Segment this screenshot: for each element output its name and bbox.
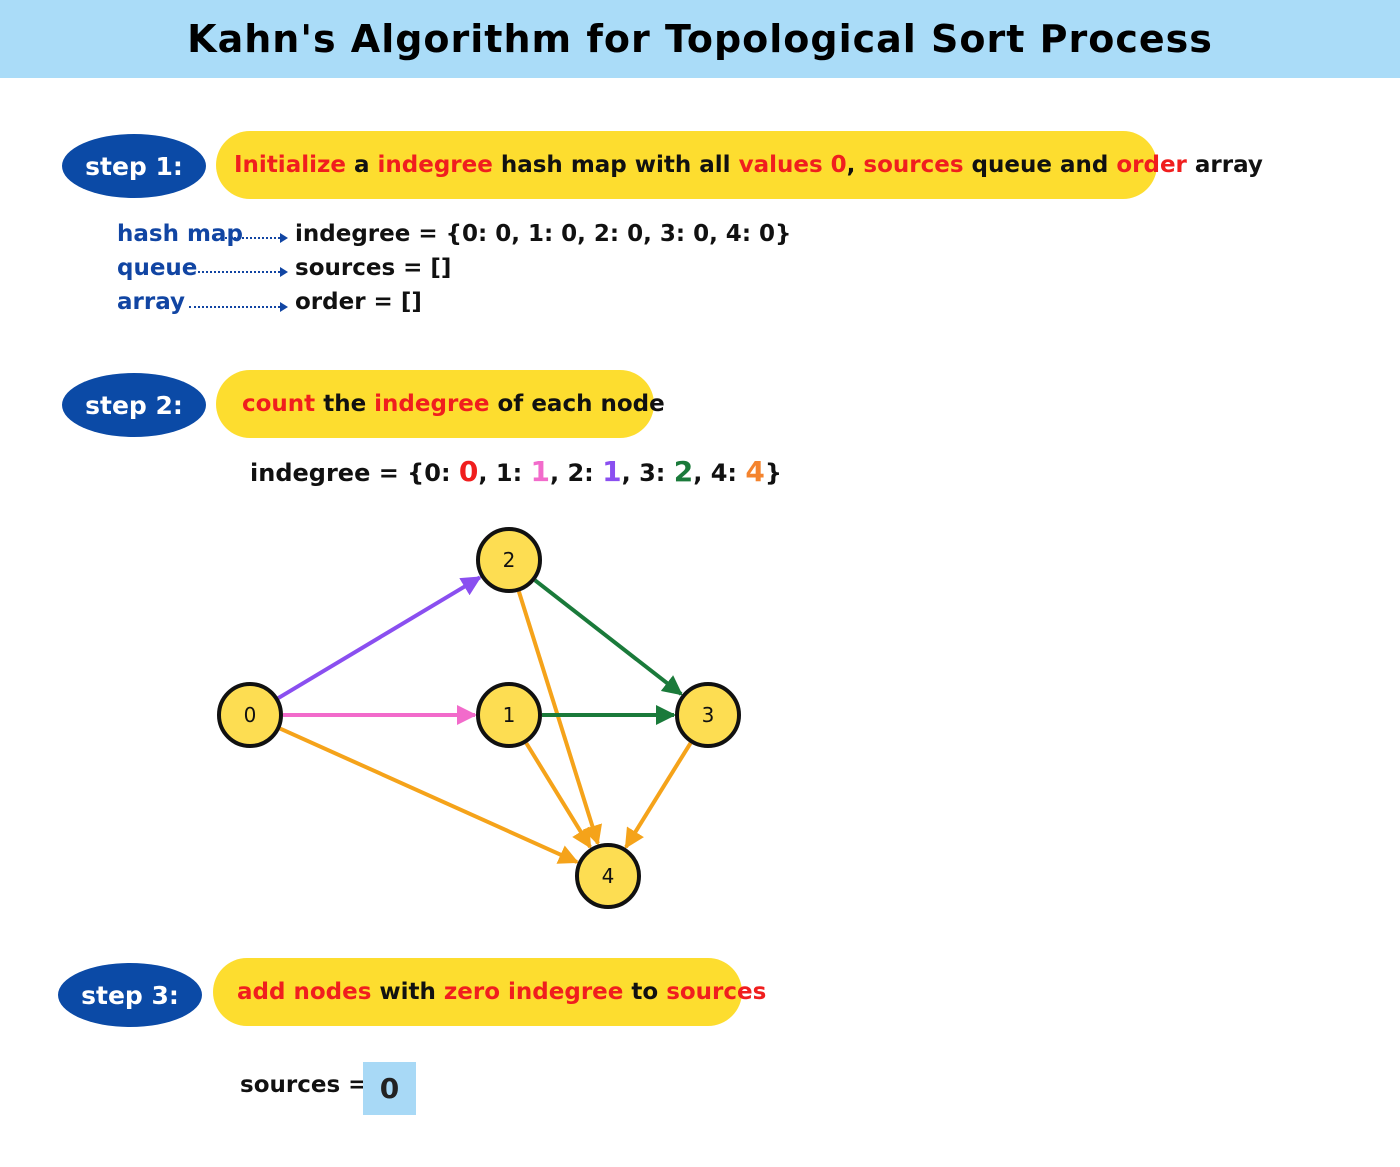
page-title: Kahn's Algorithm for Topological Sort Pr… [187,17,1213,61]
indegree-text-segment: 2 [673,455,694,488]
step-1-description: Initialize a indegree hash map with all … [216,131,1263,199]
indegree-text-segment: } [764,459,782,487]
node-circle [217,682,283,748]
node-circle [476,527,542,593]
node-label: 1 [503,703,516,727]
structure-value-sources: sources = [] [295,255,452,281]
graph-node-3: 3 [675,682,741,748]
edge-0-to-2 [277,575,482,700]
node-circle [675,682,741,748]
node-label: 0 [244,703,257,727]
step-1-text-segment: sources [863,152,964,178]
step-1-text-segment: hash map with all [492,152,739,178]
structure-key-array: array [117,289,186,315]
indegree-text-segment: indegree = {0: [250,459,459,487]
graph-node-4: 4 [575,843,641,909]
step-2-text-segment: of each node [489,391,665,417]
indegree-text-segment: , 2: [550,459,603,487]
edge-2-to-4 [516,590,602,846]
edge-3-to-4 [624,741,693,849]
step-2-text-segment: count [242,391,316,417]
indegree-text-segment: 4 [745,455,765,488]
indegree-text-segment: 1 [602,455,622,488]
step-1-text-segment: order [1116,152,1187,178]
sources-label: sources = [240,1072,368,1098]
indegree-text-segment: , 3: [621,459,674,487]
graph-node-2: 2 [476,527,542,593]
node-label: 3 [702,703,715,727]
indegree-text-segment: 0 [458,455,479,488]
step-3-text-segment: to [623,979,667,1005]
step-1-text-segment: values 0 [738,152,847,178]
step-2-description: count the indegree of each node [216,370,665,438]
step-1-text-segment: array [1186,152,1263,178]
step-2-text-segment: indegree [374,391,490,417]
indegree-text-segment: 1 [530,455,550,488]
node-label: 4 [602,864,615,888]
step-2-text-segment: the [315,391,375,417]
hash-map-arrow [225,233,288,243]
structure-value-indegree: indegree = {0: 0, 1: 0, 2: 0, 3: 0, 4: 0… [295,221,792,247]
indegree-counts: indegree = {0: 0, 1: 1, 2: 1, 3: 2, 4: 4… [250,455,782,488]
structure-value-order: order = [] [295,289,422,315]
step-1-text-segment: indegree [377,152,493,178]
indegree-text-segment: , 1: [478,459,531,487]
structure-key-queue: queue [117,255,198,281]
graph-node-1: 1 [476,682,542,748]
structure-key-hash-map: hash map [117,221,243,247]
graph-node-0: 0 [217,682,283,748]
queue-arrow [198,267,288,277]
step-3-text-segment: add nodes [237,979,372,1005]
title-banner: Kahn's Algorithm for Topological Sort Pr… [0,0,1400,78]
step-1-text-segment: queue and [963,152,1117,178]
edge-0-to-4 [279,726,579,864]
step-1-text-segment: , [846,152,864,178]
edge-2-to-3 [533,578,683,696]
node-label: 2 [503,548,516,572]
indegree-text-segment: , 4: [693,459,746,487]
step-3-description: add nodes with zero indegree to sources [213,958,766,1026]
step-1-text-segment: a [345,152,378,178]
edge-1-to-4 [524,742,592,849]
step-1-text-segment: Initialize [234,152,346,178]
step-3-text-segment: zero indegree [443,979,624,1005]
step-1-label: step 1: [62,134,206,198]
array-arrow [189,302,288,312]
node-circle [476,682,542,748]
node-circle [575,843,641,909]
step-3-text-segment: sources [666,979,767,1005]
step-3-text-segment: with [371,979,444,1005]
step-3-label: step 3: [58,963,202,1027]
sources-queue-item: 0 [363,1062,416,1115]
step-2-label: step 2: [62,373,206,437]
